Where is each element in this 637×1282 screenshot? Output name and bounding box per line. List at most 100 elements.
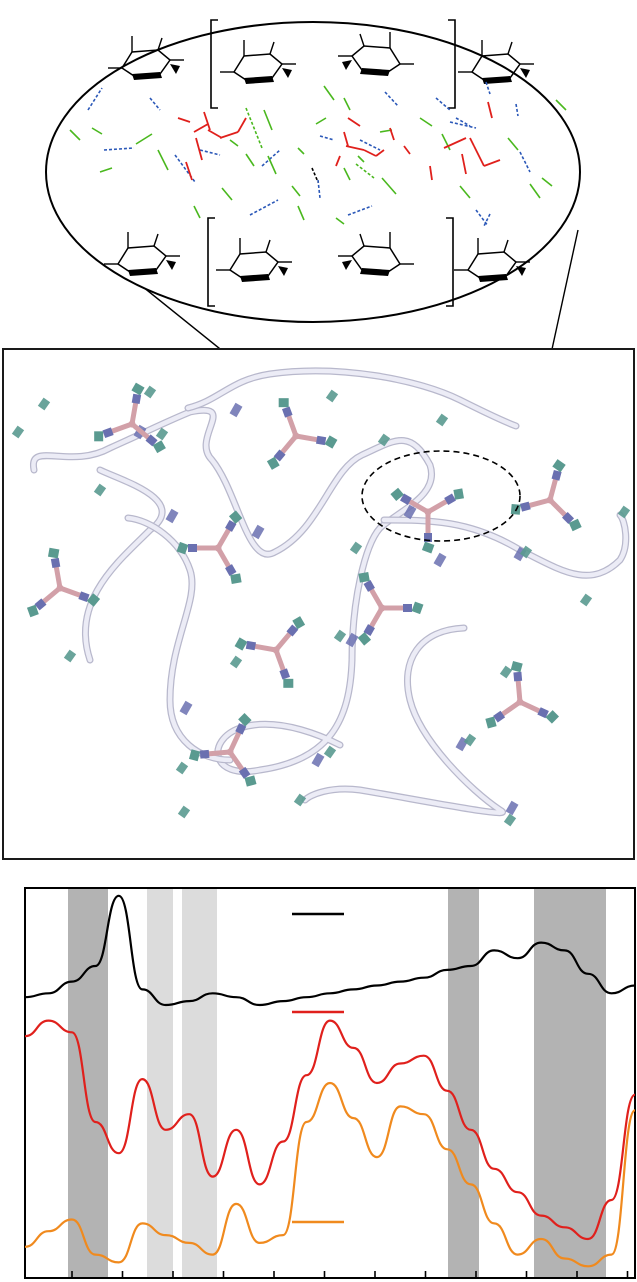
hydrogen-bond-blue: [261, 149, 281, 167]
chain-bound-group: [433, 552, 447, 568]
crosslinker-node: [357, 572, 424, 646]
chain-bound-group: [505, 800, 519, 816]
free-end-group: [293, 793, 307, 807]
crosslinker-arm: [215, 545, 242, 584]
free-end-group: [377, 433, 391, 447]
crosslinker-arm: [379, 601, 424, 615]
free-end-group: [11, 425, 25, 439]
arm-core: [273, 647, 287, 674]
free-end-group: [503, 813, 517, 827]
arm-terminal-group: [357, 632, 372, 646]
free-end-group: [519, 545, 533, 559]
crosslinker-arm: [517, 699, 559, 724]
ring-substituent: [359, 33, 365, 47]
chain-bound-group: [229, 402, 243, 418]
crosslinker-arm: [358, 572, 385, 611]
arm-terminal-group: [552, 459, 566, 473]
hydrogen-bond-green: [343, 167, 351, 181]
hydrogen-bond-blue: [87, 87, 103, 111]
crosslinker-node: [176, 510, 243, 584]
zoom-highlight-ellipse: [361, 450, 521, 542]
network-frame: [2, 348, 635, 860]
arm-binding-group: [315, 435, 327, 446]
crosslinker-bond: [483, 159, 501, 167]
crosslinker-bond: [469, 137, 475, 147]
node-center: [272, 646, 280, 654]
polymer-chain: [31, 408, 434, 774]
crosslinker-arm: [57, 585, 101, 607]
free-end-group: [349, 541, 363, 555]
arm-binding-group: [225, 520, 237, 532]
arm-binding-group: [131, 393, 142, 405]
arm-terminal-group: [238, 713, 252, 727]
hydrogen-bond-blue: [359, 139, 381, 151]
arm-binding-group: [245, 640, 257, 651]
hydrogen-bond-network: [69, 81, 567, 227]
arm-terminal-group: [266, 456, 280, 470]
ring-bold-edge: [360, 68, 390, 76]
arm-core: [227, 729, 242, 755]
hydrogen-bond-blue: [319, 135, 335, 141]
crosslinker-node: [266, 398, 338, 470]
arm-terminal-group: [26, 604, 39, 618]
hydrogen-bond-green: [221, 187, 233, 201]
arm-binding-group: [225, 564, 237, 576]
hydrogen-bond-black: [311, 167, 319, 183]
network-panel: [2, 348, 635, 860]
crosslinker-arm: [510, 660, 523, 705]
hydrogen-bond-green: [381, 177, 397, 195]
crosslinker-bond: [177, 117, 191, 123]
arm-core: [368, 586, 385, 611]
arm-terminal-group: [176, 541, 189, 555]
hydrogen-bond-blue: [199, 149, 221, 156]
ring-bold-edge: [482, 76, 512, 84]
ring-bold-edge: [244, 76, 274, 84]
crosslinker-arm: [547, 459, 566, 503]
crosslinker-arm: [129, 382, 145, 427]
hydrogen-bond-green: [91, 127, 103, 135]
arm-binding-group: [102, 427, 114, 439]
spectra-series: [24, 894, 637, 1268]
crosslinker-bond: [487, 101, 493, 119]
arm-binding-group: [50, 557, 61, 569]
ring-bold-edge: [478, 274, 508, 282]
arm-core: [406, 498, 431, 515]
shaded-band: [182, 888, 217, 1278]
arm-core: [57, 585, 84, 599]
hydrogen-bond-green: [419, 117, 433, 127]
arm-terminal-group: [568, 518, 582, 532]
hydrogen-bond-blue: [347, 205, 373, 216]
node-center: [378, 604, 386, 612]
crosslinker-bond: [345, 145, 365, 151]
crosslinker-node: [510, 459, 582, 532]
chain-bound-group: [179, 700, 193, 716]
hydrogen-bond-green: [315, 117, 327, 125]
crosslinker-node: [234, 616, 306, 688]
arm-binding-group: [145, 434, 158, 447]
hydrogen-bond-green: [507, 137, 519, 151]
arm-core: [547, 497, 569, 519]
crosslinker-node: [26, 547, 101, 618]
shaded-band: [448, 888, 479, 1278]
hydrogen-bond-blue: [455, 117, 471, 127]
crosslinker-arm: [273, 616, 306, 653]
arm-binding-group: [537, 707, 549, 719]
hydrogen-bond-green: [99, 167, 113, 173]
ring-substituent: [269, 41, 275, 55]
hydrogen-bond-green: [263, 109, 273, 131]
crosslinker-arm: [425, 488, 464, 515]
free-end-group: [333, 629, 347, 643]
crosslinker-arm: [547, 497, 582, 532]
ring-substituent: [359, 233, 365, 247]
crosslinker-bond: [403, 145, 411, 155]
hydrogen-bond-green: [69, 129, 81, 141]
chain-bound-group: [251, 524, 265, 540]
free-end-group: [325, 389, 339, 403]
hydrogen-bond-green: [459, 185, 471, 199]
arm-core: [293, 433, 321, 443]
arm-core: [515, 677, 523, 705]
hydrogen-bond-blue: [483, 213, 491, 227]
crosslinker-arm: [188, 749, 233, 762]
arm-core: [205, 749, 233, 757]
